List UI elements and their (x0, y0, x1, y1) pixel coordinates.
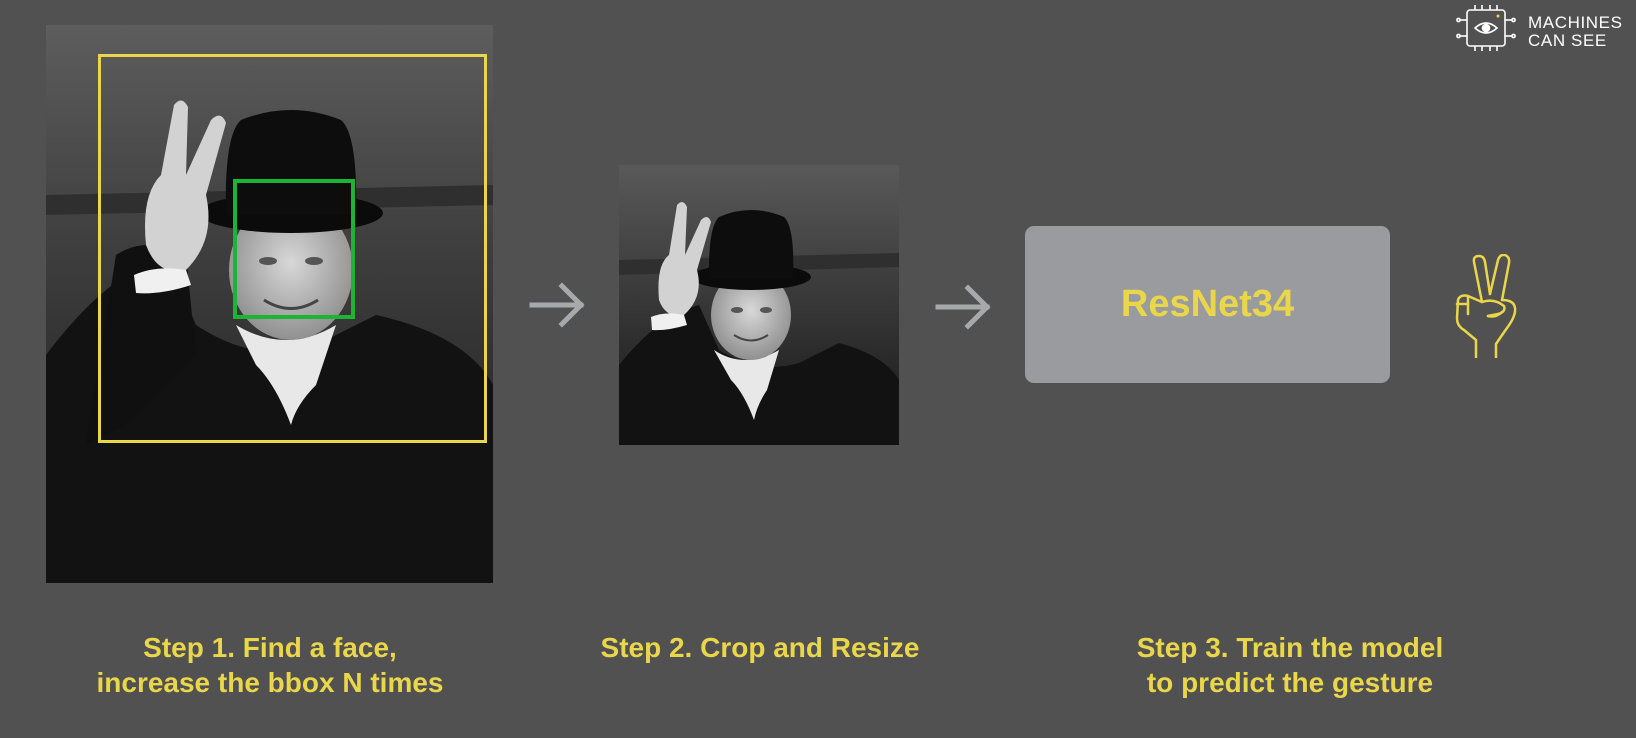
arrow-right-icon (935, 284, 991, 330)
model-block: ResNet34 (1025, 226, 1390, 383)
step-2-line-1: Step 2. Crop and Resize (600, 632, 920, 663)
brand-logo: MACHINES CAN SEE (1455, 4, 1635, 54)
step-3-line-2: to predict the gesture (1146, 667, 1434, 698)
original-photo-illustration (46, 25, 493, 583)
face-bounding-box (233, 179, 355, 319)
step-3-caption: Step 3. Train the model to predict the g… (1090, 630, 1490, 700)
cropped-photo-illustration (619, 165, 899, 445)
chip-eye-icon (1456, 5, 1516, 51)
step-1-line-2: increase the bbox N times (96, 667, 444, 698)
arrow-right-icon (529, 282, 585, 328)
step-1-caption: Step 1. Find a face, increase the bbox N… (60, 630, 480, 700)
victory-hand-icon (1455, 254, 1517, 358)
step-3-line-1: Step 3. Train the model (1136, 632, 1444, 663)
step-2-caption: Step 2. Crop and Resize (560, 630, 960, 665)
brand-line-1: MACHINES (1528, 13, 1623, 32)
expanded-bounding-box (98, 54, 487, 443)
step-1-line-1: Step 1. Find a face, (143, 632, 397, 663)
original-photo (46, 25, 493, 583)
model-name: ResNet34 (1120, 283, 1295, 325)
brand-name: MACHINES CAN SEE (1528, 14, 1623, 50)
brand-line-2: CAN SEE (1528, 31, 1607, 50)
cropped-photo (619, 165, 899, 445)
